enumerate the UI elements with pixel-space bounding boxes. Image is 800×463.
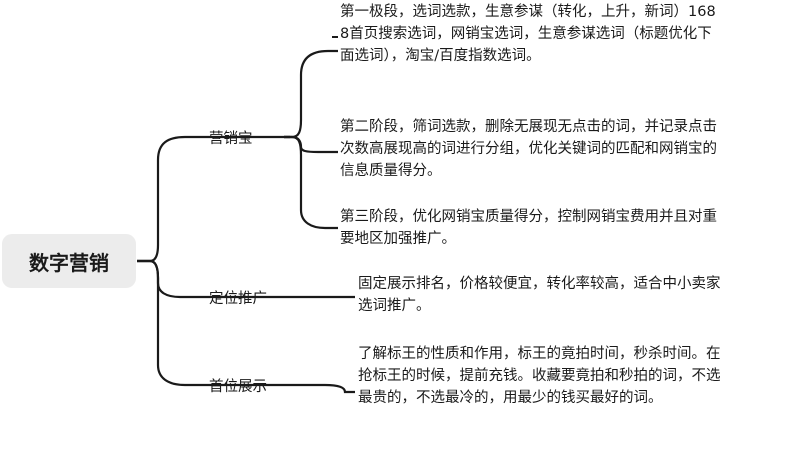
- leaf-node-1-3: 第三阶段，优化网销宝质量得分，控制网销宝费用并且对重要地区加强推广。: [340, 206, 720, 250]
- connector-branch-1-to-leaf-1: [284, 49, 338, 139]
- branch-node-3: 首位展示: [209, 375, 267, 396]
- leaf-node-1-2: 第二阶段，筛词选款，删除无展现无点击的词，并记录点击次数高展现高的词进行分组，优…: [340, 116, 720, 182]
- leaf-text: 了解标王的性质和作用，标王的竟拍时间，秒杀时间。在抢标王的时候，提前充钱。收藏要…: [358, 346, 721, 406]
- connector-branch-3-to-leaf-1: [283, 383, 355, 394]
- connector-root-to-branch-3: [137, 259, 205, 387]
- connector-root-to-branch-2: [137, 259, 205, 299]
- branch-node-1: 营销宝: [209, 127, 253, 148]
- leaf-node-2-1: 固定展示排名，价格较便宜，转化率较高，适合中小卖家选词推广。: [358, 273, 733, 317]
- branch-label: 首位展示: [209, 379, 267, 395]
- connector-branch-1-to-leaf-2: [284, 135, 338, 154]
- root-label: 数字营销: [29, 250, 109, 275]
- connector-root-to-branch-1: [137, 135, 205, 263]
- root-node: 数字营销: [2, 234, 136, 288]
- leaf-text: 第一极段，选词选款，生意参谋（转化，上升，新词）1688首页搜索选词，网销宝选词…: [340, 4, 716, 64]
- branch-label: 定位推广: [209, 291, 267, 307]
- leaf-node-3-1: 了解标王的性质和作用，标王的竟拍时间，秒杀时间。在抢标王的时候，提前充钱。收藏要…: [358, 343, 733, 409]
- leaf-text: 第三阶段，优化网销宝质量得分，控制网销宝费用并且对重要地区加强推广。: [340, 209, 717, 247]
- branch-node-2: 定位推广: [209, 287, 267, 308]
- leaf-text: 第二阶段，筛词选款，删除无展现无点击的词，并记录点击次数高展现高的词进行分组，优…: [340, 119, 717, 179]
- branch-label: 营销宝: [209, 131, 253, 147]
- leaf-text: 固定展示排名，价格较便宜，转化率较高，适合中小卖家选词推广。: [358, 276, 721, 314]
- leaf-node-1-1: 第一极段，选词选款，生意参谋（转化，上升，新词）1688首页搜索选词，网销宝选词…: [340, 1, 722, 67]
- connector-branch-1-to-leaf-3: [284, 135, 338, 230]
